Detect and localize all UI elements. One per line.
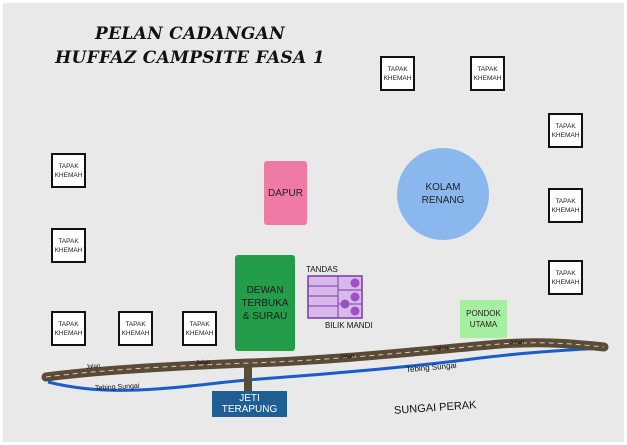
jetty-label: JETI TERAPUNG (221, 393, 278, 415)
toilet-fixture (350, 278, 360, 288)
plan-title-line2: HUFFAZ CAMPSITE FASA 1 (55, 48, 325, 68)
kitchen-label: DAPUR (267, 187, 303, 199)
jetty-walkway (244, 365, 252, 393)
campsite-plot-line1: TAPAK (125, 320, 146, 328)
hut-label-line2: UTAMA (469, 320, 498, 329)
campsite-plot-line2: KHEMAH (185, 329, 214, 337)
pool-label-line2: RENANG (421, 195, 465, 206)
campsite-plot-line1: TAPAK (58, 162, 79, 170)
toilet-fixture (350, 292, 360, 302)
campsite-plot-line1: TAPAK (555, 197, 576, 205)
hut-label-line1: PONDOK (466, 309, 501, 318)
road-centerline (45, 342, 605, 378)
hall-label-line3: & SURAU (242, 310, 288, 322)
campsite-plot-line2: KHEMAH (551, 278, 580, 286)
campsite-plot-line1: TAPAK (58, 320, 79, 328)
main-hut-block: PONDOK UTAMA (460, 300, 507, 338)
campsite-plot-line2: KHEMAH (54, 329, 83, 337)
campsite-plot-line1: TAPAK (387, 65, 408, 73)
campsite-plot-line1: TAPAK (555, 122, 576, 130)
campsite-plot-line2: KHEMAH (551, 131, 580, 139)
pool-label-line1: KOLAM (425, 182, 461, 193)
campsite-plot-line2: KHEMAH (121, 329, 150, 337)
hall-label-line1: DEWAN (246, 284, 284, 296)
campsite-plot-line2: KHEMAH (473, 74, 502, 82)
river-line (47, 346, 605, 392)
campsite-plot-line2: KHEMAH (54, 171, 83, 179)
plan-title-line1: PELAN CADANGAN (95, 24, 285, 44)
campsite-plot-line2: KHEMAH (383, 74, 412, 82)
campsite-plot-line1: TAPAK (58, 237, 79, 245)
campsite-plot-line1: TAPAK (555, 269, 576, 277)
campsite-plot-line1: TAPAK (477, 65, 498, 73)
kitchen-block: DAPUR (264, 161, 307, 225)
hall-prayer-block: DEWAN TERBUKA & SURAU (235, 255, 295, 351)
campsite-plot-line2: KHEMAH (551, 206, 580, 214)
toilet-label: TANDAS (306, 265, 338, 274)
campsite-plot-line2: KHEMAH (54, 246, 83, 254)
bathroom-label: BILIK MANDI (325, 321, 373, 330)
swimming-pool: KOLAM RENANG (397, 148, 489, 240)
hall-label-line2: TERBUKA (241, 297, 289, 309)
campsite-plot-line1: TAPAK (189, 320, 210, 328)
toilet-fixture (350, 306, 360, 316)
jetty-block: JETI TERAPUNG (212, 391, 287, 417)
toilet-fixture (340, 299, 350, 309)
